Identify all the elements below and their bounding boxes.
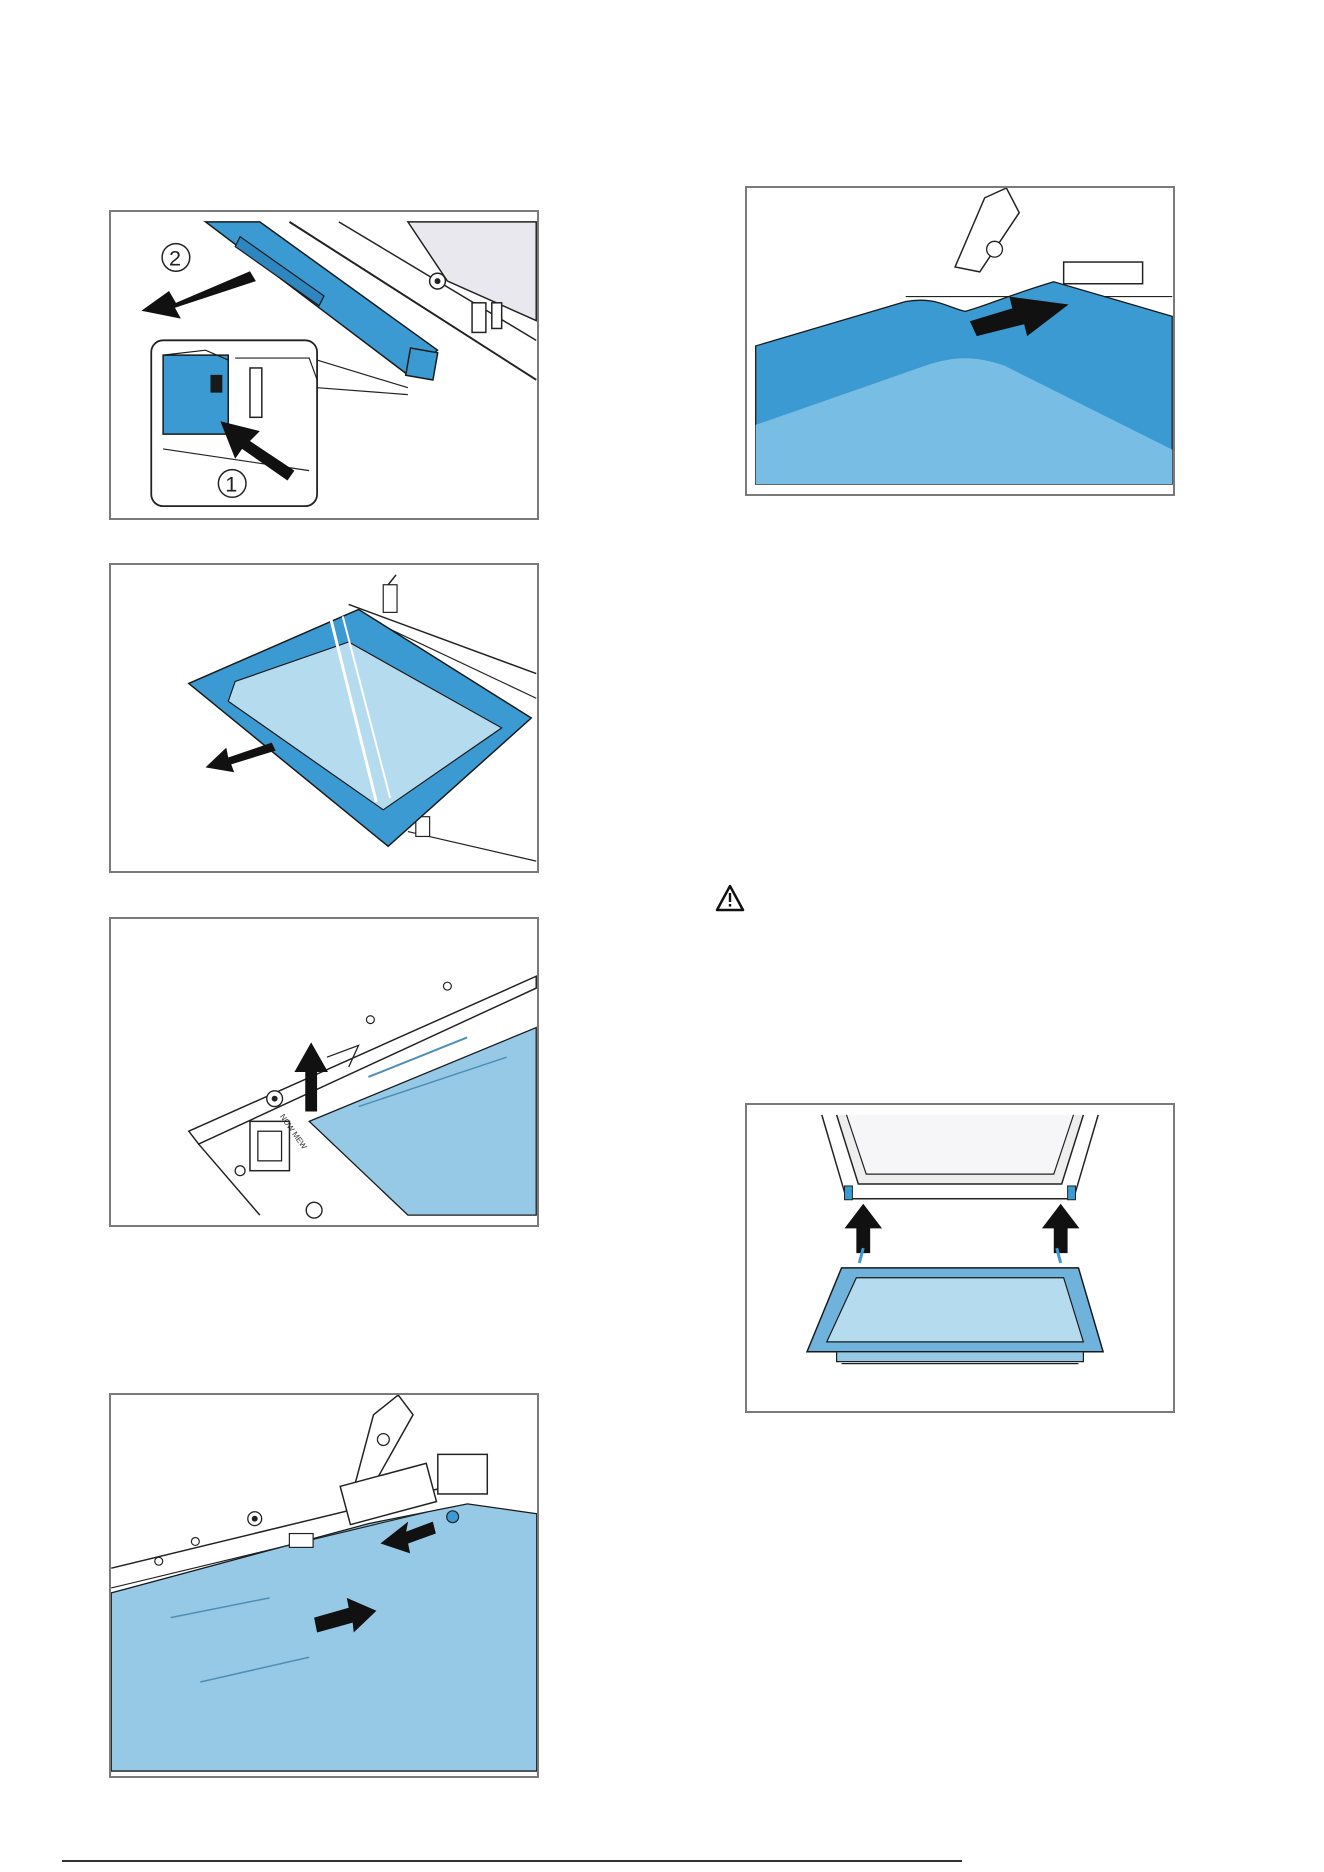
illustration-glass-pane [111,565,537,871]
warning-triangle-icon [715,884,745,912]
illustration-lift-clip: NOW MEW [111,919,537,1225]
illustration-attach-door [747,1105,1173,1411]
figure-lift-clip: NOW MEW [109,917,539,1227]
figure-remove-glass-pane [109,563,539,873]
figure-remove-cover-strip: 2 1 [109,210,539,520]
illustration-cover-strip: 2 1 [111,212,537,518]
figure-insert-pane-hinge [109,1393,539,1778]
footer-rule [62,1860,962,1862]
callout-2: 2 [169,245,181,270]
figure-slide-pane [745,186,1175,496]
figure-attach-door [745,1103,1175,1413]
illustration-slide-pane [747,188,1173,494]
illustration-insert-pane [111,1395,537,1776]
callout-1: 1 [225,471,237,496]
